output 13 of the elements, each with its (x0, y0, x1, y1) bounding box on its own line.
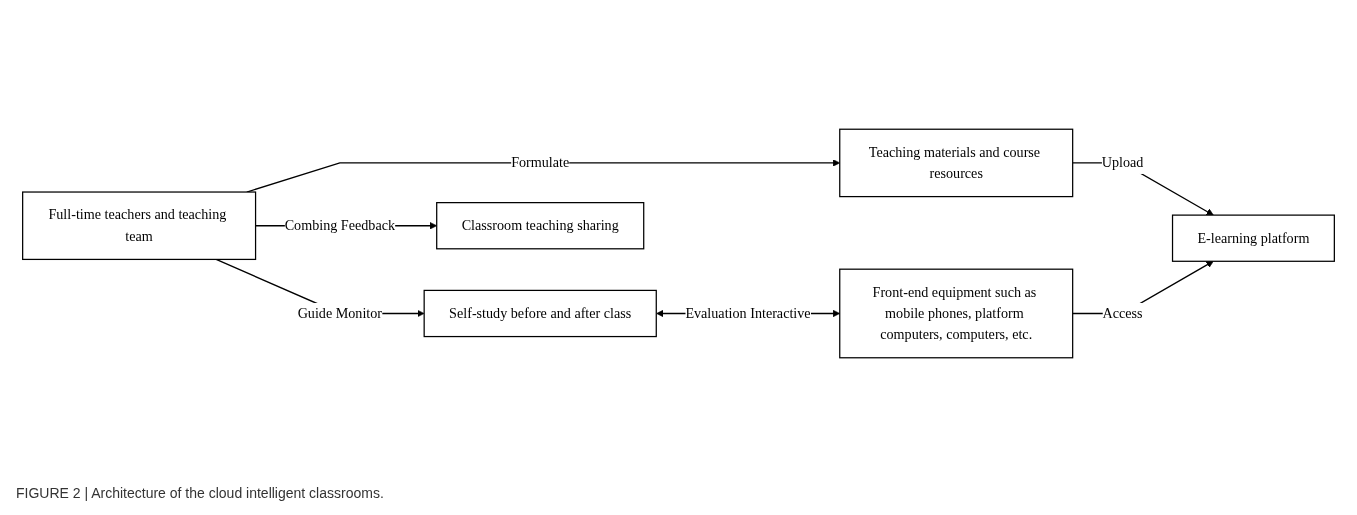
node-box: Self-study before and after class (423, 289, 657, 338)
node-box: Teaching materials and course resources (839, 128, 1074, 198)
edge-label: Guide Monitor (297, 305, 383, 322)
node-box: Classroom teaching sharing (436, 202, 645, 250)
node-box: Full-time teachers and teaching team (22, 191, 257, 261)
edge-label: Combing Feedback (284, 217, 396, 234)
edge-label: Evaluation Interactive (685, 305, 811, 322)
edge-label: Access (1102, 305, 1143, 322)
edge-label: Upload (1101, 154, 1144, 171)
node-box: Front-end equipment such as mobile phones, platform computers, computers, etc. (839, 268, 1074, 359)
figure-caption: FIGURE 2 | Architecture of the cloud intelligent classrooms. (16, 484, 385, 503)
edge-label: Formulate (511, 154, 570, 171)
node-box: E-learning platform (1171, 214, 1335, 262)
